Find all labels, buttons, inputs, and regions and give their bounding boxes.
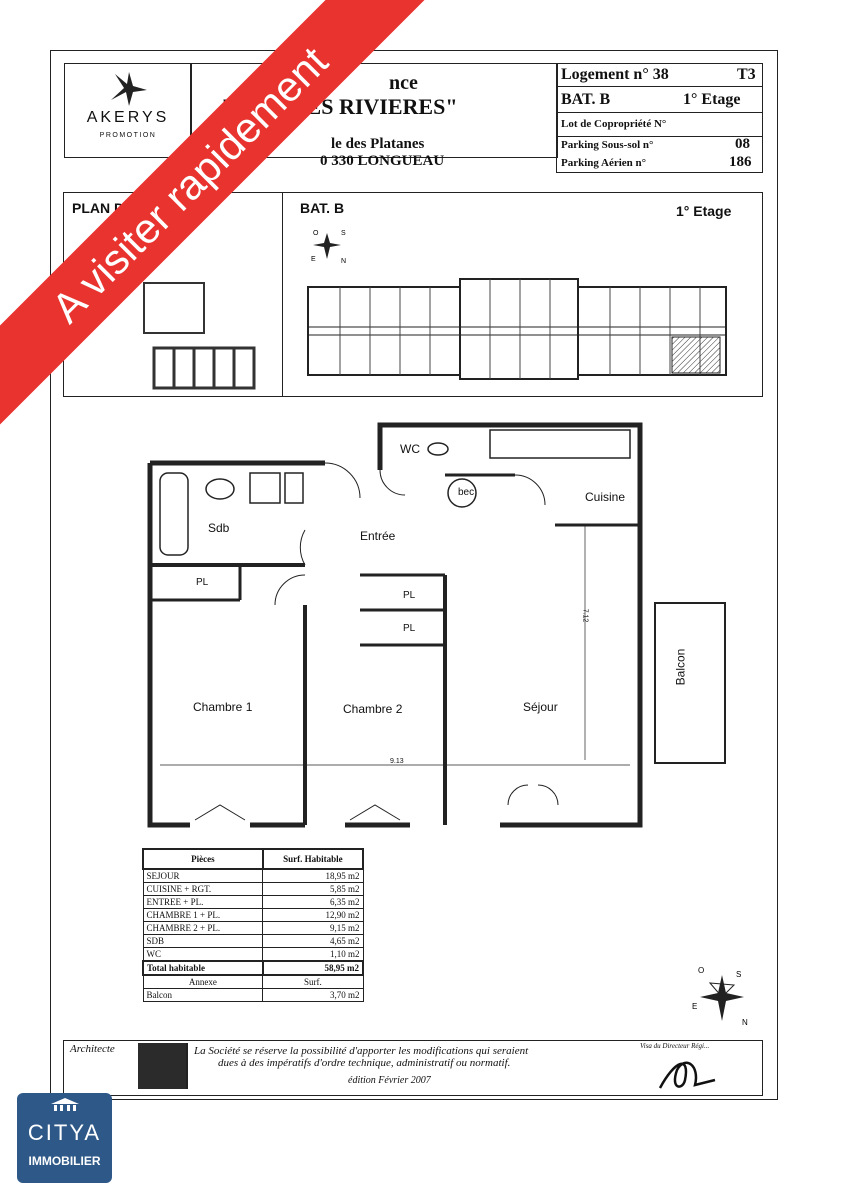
plan-bat-label: BAT. B [300,200,345,216]
table-header-surface: Surf. Habitable [261,848,365,870]
plan-etage-label: 1° Etage [676,203,732,219]
disclaimer-line2: dues à des impératifs d'ordre technique,… [218,1057,511,1069]
building-floor-overview [307,278,727,380]
disclaimer-line1: La Société se réserve la possibilité d'a… [194,1045,529,1057]
signature [658,1061,716,1089]
residence-address1: le des Platanes [331,136,425,152]
annex-header: Annexe [142,974,264,989]
room-balcon-label: Balcon [673,648,688,686]
room-pl1-label: PL [196,577,209,588]
parking-air-value: 186 [729,154,752,170]
svg-text:O: O [698,966,704,975]
row-label: SDB [142,934,264,948]
row-value: 4,65 m2 [262,934,364,948]
row-label: ENTREE + PL. [142,895,264,909]
room-chambre2-label: Chambre 2 [343,702,403,716]
lot-batiment: BAT. B [561,91,611,108]
akerys-logo-icon [111,72,147,106]
table-header-pieces: Pièces [142,848,264,870]
svg-text:E: E [692,1002,697,1011]
residence-address2-visible: 0 330 LONGUEAU [320,153,445,169]
visa-label: Visa du Directeur Régi... [640,1042,710,1050]
plan-sheet [50,50,778,1100]
svg-text:S: S [341,230,346,237]
parking-ss-value: 08 [735,136,750,152]
row-label: CHAMBRE 2 + PL. [142,921,264,935]
room-pl2-label: PL [403,590,416,601]
row-value: 1,10 m2 [262,947,364,962]
logement-number: Logement n° 38 [561,66,669,83]
edition-date: édition Février 2007 [348,1075,431,1086]
dimension-vertical: 7.12 [581,608,589,623]
parking-ss-label: Parking Sous-sol n° [561,139,654,151]
row-label: CUISINE + RGT. [142,882,264,896]
building-icon [50,1098,79,1111]
total-label: Total habitable [142,960,264,976]
svg-text:E: E [311,256,316,263]
annex-surface-header: Surf. [262,974,364,989]
row-value: 9,15 m2 [262,921,364,935]
annex-value: 3,70 m2 [262,988,364,1002]
svg-text:N: N [341,258,346,265]
table-row: ENTREE + PL.6,35 m2 [142,895,364,909]
promoter-subtitle: PROMOTION [99,132,157,139]
row-value: 6,35 m2 [262,895,364,909]
dimension-horizontal: 9.13 [390,758,404,765]
svg-text:N: N [742,1018,748,1027]
architect-logo [138,1043,188,1089]
logement-type: T3 [737,66,756,83]
row-value: 12,90 m2 [262,908,364,922]
room-pl3-label: PL [403,623,416,634]
parking-air-label: Parking Aérien n° [561,157,647,169]
row-label: CHAMBRE 1 + PL. [142,908,264,922]
agency-name: CITYA [27,1120,102,1145]
apartment-floor-plan [147,422,726,828]
compass-rose-icon: O S E N [692,966,748,1027]
total-value: 58,95 m2 [261,960,365,976]
svg-text:S: S [736,970,741,979]
room-cuisine-label: Cuisine [585,490,626,504]
lot-copro: Lot de Copropriété N° [561,118,667,130]
row-label: WC [142,947,264,962]
room-chambre1-label: Chambre 1 [193,700,253,714]
agency-subname: IMMOBILIER [28,1154,101,1168]
svg-text:O: O [313,230,319,237]
table-row: CUISINE + RGT.5,85 m2 [142,882,364,896]
table-row: CHAMBRE 1 + PL.12,90 m2 [142,908,364,922]
agency-logo: CITYA IMMOBILIER [17,1093,112,1183]
row-value: 5,85 m2 [262,882,364,896]
lot-info-box: Logement n° 38 T3 BAT. B 1° Etage Lot de… [556,63,763,173]
table-row: CHAMBRE 2 + PL.9,15 m2 [142,921,364,935]
promoter-name: AKERYS [86,109,170,126]
room-sdb-label: Sdb [208,521,230,535]
room-entree-label: Entrée [360,529,396,543]
annex-label: Balcon [142,988,264,1002]
row-label: SEJOUR [142,868,264,883]
row-value: 18,95 m2 [262,868,364,883]
site-plan-drawing [143,282,256,390]
footer-box [63,1040,763,1096]
compass-rose-small-icon: O S E N [311,230,346,265]
architecte-label: Architecte [70,1043,115,1055]
promoter-logo-box: AKERYS PROMOTION [64,63,192,158]
room-wc-label: WC [400,442,420,456]
lot-etage: 1° Etage [683,91,741,108]
residence-line1: nce [389,72,418,94]
room-sejour-label: Séjour [523,700,558,714]
room-bec-label: bec [458,487,475,498]
